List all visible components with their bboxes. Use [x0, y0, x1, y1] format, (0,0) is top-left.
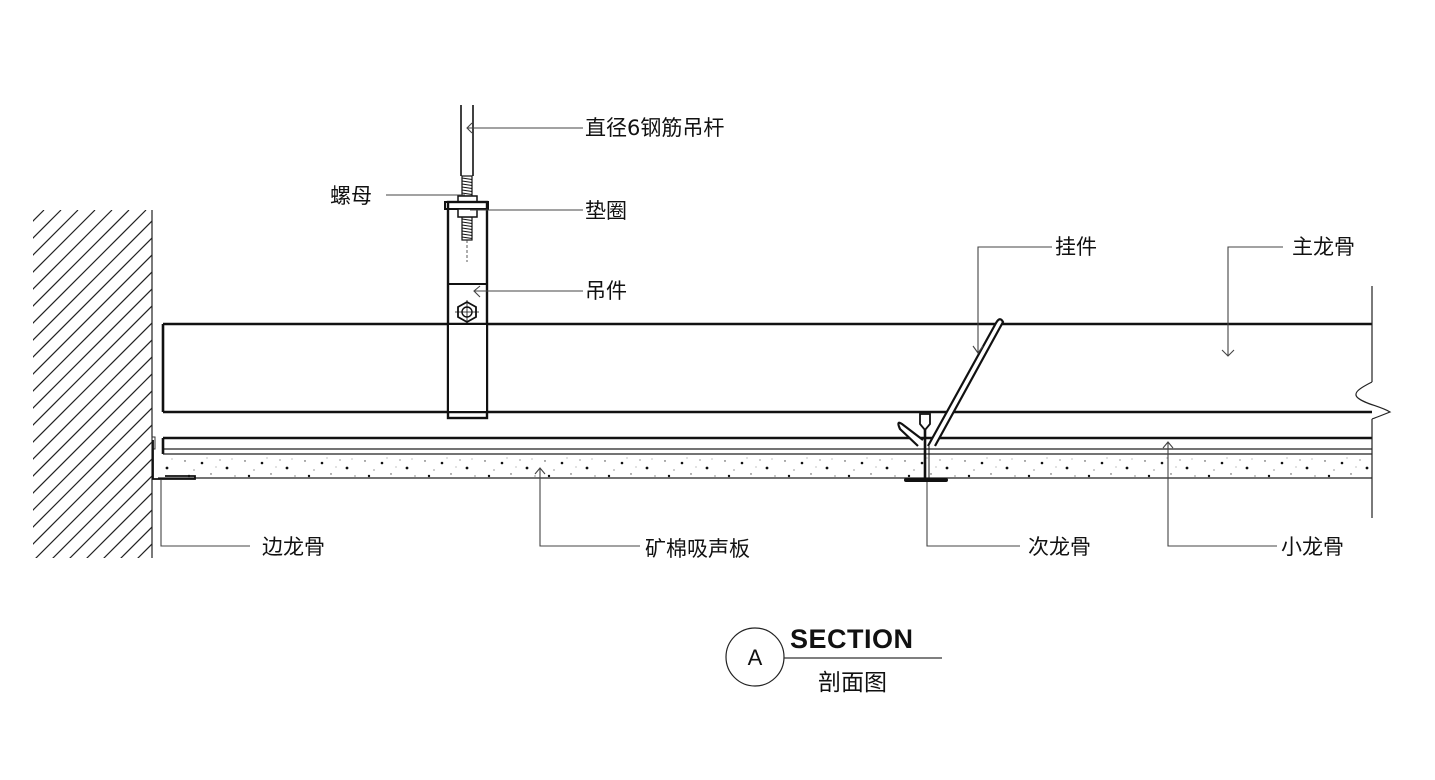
label-small-runner: 小龙骨: [1281, 535, 1344, 559]
wall-hatching: [0, 210, 152, 560]
thread-line: [461, 227, 473, 230]
edge-runner: [151, 436, 196, 480]
hatch-line: [33, 390, 152, 511]
label-edge-runner: 边龙骨: [262, 535, 325, 559]
title-cn: 剖面图: [818, 670, 887, 696]
label-nut: 螺母: [330, 184, 372, 208]
hanger-bracket: [446, 200, 489, 420]
hatch-line: [33, 254, 152, 375]
thread-line: [461, 236, 473, 239]
label-acoustic-board: 矿棉吸声板: [645, 537, 750, 561]
section-marker-circle: [725, 627, 785, 687]
leader-lines: [160, 122, 1283, 547]
break-line: [1355, 286, 1392, 518]
lower-nut: [457, 208, 478, 218]
hatch-line: [137, 543, 152, 558]
thread-line: [461, 186, 473, 189]
hatch-line: [0, 210, 27, 560]
hatch-line: [33, 210, 147, 324]
thread-line: [461, 230, 473, 233]
thread-line: [461, 189, 473, 192]
hatch-line: [33, 210, 96, 273]
hatch-line: [86, 492, 152, 558]
clip: [897, 318, 1005, 447]
hatch-line: [33, 373, 152, 494]
hatch-line: [33, 288, 152, 409]
thread-line: [461, 177, 473, 180]
label-main-runner: 主龙骨: [1292, 235, 1355, 259]
hatch-line: [33, 220, 152, 341]
thread-line: [461, 192, 473, 195]
hatch-line: [103, 509, 152, 558]
acoustic-board: [158, 453, 1372, 479]
small-runner: [161, 436, 1372, 454]
hatch-line: [33, 322, 152, 443]
hatch-line: [33, 237, 152, 358]
title-block: A SECTION 剖面图: [725, 624, 942, 696]
thread-line: [461, 218, 473, 221]
hatch-line: [120, 526, 152, 558]
thread-line: [461, 224, 473, 227]
thread-line: [461, 221, 473, 224]
hatch-line: [35, 441, 152, 558]
thread-line: [461, 183, 473, 186]
hatch-line: [69, 475, 152, 558]
label-rod: 直径6钢筋吊杆: [585, 116, 724, 140]
hatch-line: [52, 458, 152, 558]
main-runner: [161, 322, 1372, 414]
label-clip: 挂件: [1055, 235, 1097, 259]
rod-thread: [461, 175, 473, 241]
hatch-line: [33, 305, 152, 426]
hatch-line: [33, 339, 152, 460]
section-letter: A: [748, 645, 763, 670]
label-hanger: 吊件: [585, 279, 627, 303]
hatch-line: [33, 210, 113, 290]
hatch-line: [33, 407, 152, 528]
label-washer: 垫圈: [585, 199, 627, 223]
hatch-line: [33, 271, 152, 392]
hatch-line: [33, 356, 152, 477]
nut-and-washer: [444, 195, 489, 218]
title-en: SECTION: [790, 624, 914, 654]
hatch-line: [0, 210, 10, 560]
label-secondary-runner: 次龙骨: [1028, 535, 1091, 559]
wall: [0, 210, 153, 560]
hatch-line: [33, 210, 130, 307]
hatch-line: [33, 210, 45, 222]
thread-line: [461, 233, 473, 236]
thread-line: [461, 180, 473, 183]
secondary-runner: [904, 413, 948, 482]
hatch-line: [33, 424, 152, 545]
bolt-icon: [455, 300, 479, 324]
hanger-rod: [460, 105, 474, 262]
